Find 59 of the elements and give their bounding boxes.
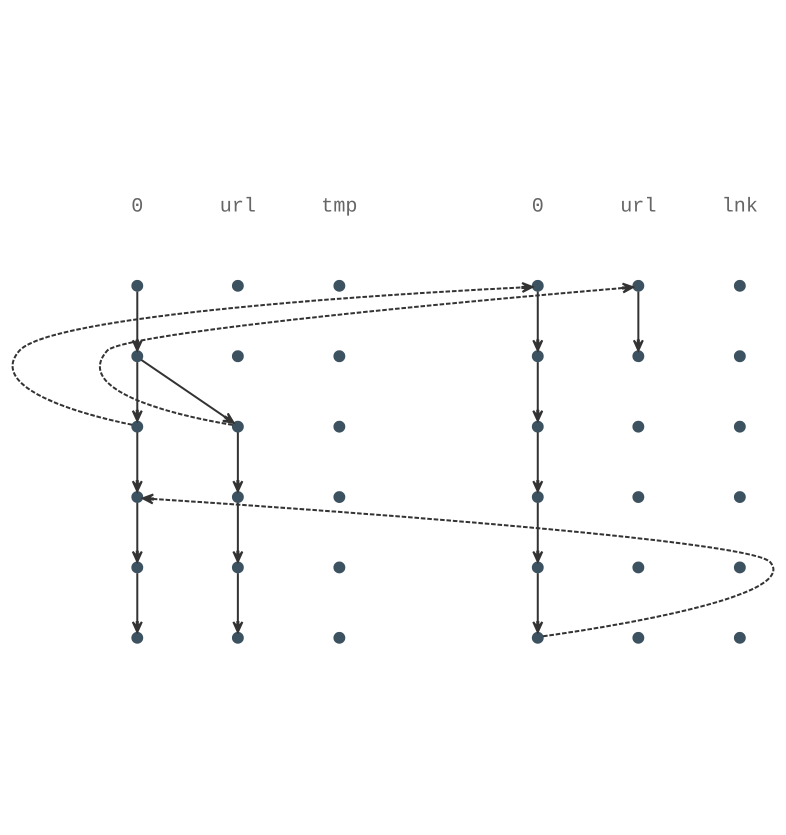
node-circle bbox=[333, 350, 346, 362]
node-circle bbox=[632, 632, 644, 644]
node-circle bbox=[232, 632, 244, 644]
node-circle bbox=[333, 562, 346, 574]
node-circle bbox=[333, 420, 346, 433]
arrow bbox=[232, 573, 244, 634]
node-circle bbox=[232, 562, 244, 574]
node-circle bbox=[734, 420, 746, 433]
node-circle bbox=[734, 632, 746, 644]
arrow bbox=[12, 282, 534, 426]
node-circle bbox=[333, 491, 346, 503]
arrow bbox=[100, 282, 634, 426]
node-circle bbox=[734, 280, 746, 292]
arrow bbox=[532, 502, 544, 563]
label: lnk bbox=[722, 195, 758, 218]
arrow bbox=[142, 493, 773, 638]
label: tmp bbox=[321, 195, 358, 218]
node-circle bbox=[532, 491, 544, 503]
node-circle bbox=[131, 562, 144, 574]
node-circle bbox=[632, 491, 644, 503]
arrow bbox=[532, 432, 544, 492]
node-circle bbox=[532, 420, 544, 433]
node-circle bbox=[632, 562, 644, 574]
node-circle bbox=[131, 420, 144, 433]
arrow bbox=[232, 432, 244, 492]
node-circle bbox=[734, 562, 746, 574]
arrow bbox=[132, 573, 143, 634]
node-circle bbox=[734, 491, 746, 503]
arrow bbox=[140, 359, 235, 424]
node-circle bbox=[333, 632, 346, 644]
node-circle bbox=[232, 420, 244, 433]
node-circle bbox=[532, 280, 544, 292]
node-circle bbox=[532, 350, 544, 362]
node-circle bbox=[632, 350, 644, 362]
node-circle bbox=[333, 280, 346, 292]
node-circle bbox=[232, 491, 244, 503]
node-circle bbox=[734, 350, 746, 362]
arrow bbox=[132, 362, 143, 422]
label: 0 bbox=[532, 195, 544, 218]
label: 0 bbox=[131, 195, 144, 218]
node-circle bbox=[131, 491, 144, 503]
arrow bbox=[232, 502, 244, 563]
node-circle bbox=[232, 280, 244, 292]
node-circle bbox=[632, 280, 644, 292]
node-circle bbox=[532, 632, 544, 644]
node-circle bbox=[131, 350, 144, 362]
arrow bbox=[132, 432, 143, 492]
label: url bbox=[620, 195, 656, 218]
arrow bbox=[632, 292, 644, 352]
node-circle bbox=[232, 350, 244, 362]
node-circle bbox=[532, 562, 544, 574]
node-circle bbox=[131, 280, 144, 292]
arrow bbox=[532, 362, 544, 422]
label: url bbox=[220, 195, 256, 218]
node-circle bbox=[632, 420, 644, 433]
arrow bbox=[532, 292, 544, 352]
node-circle bbox=[131, 632, 144, 644]
arrow bbox=[132, 502, 143, 563]
arrow bbox=[532, 573, 544, 634]
